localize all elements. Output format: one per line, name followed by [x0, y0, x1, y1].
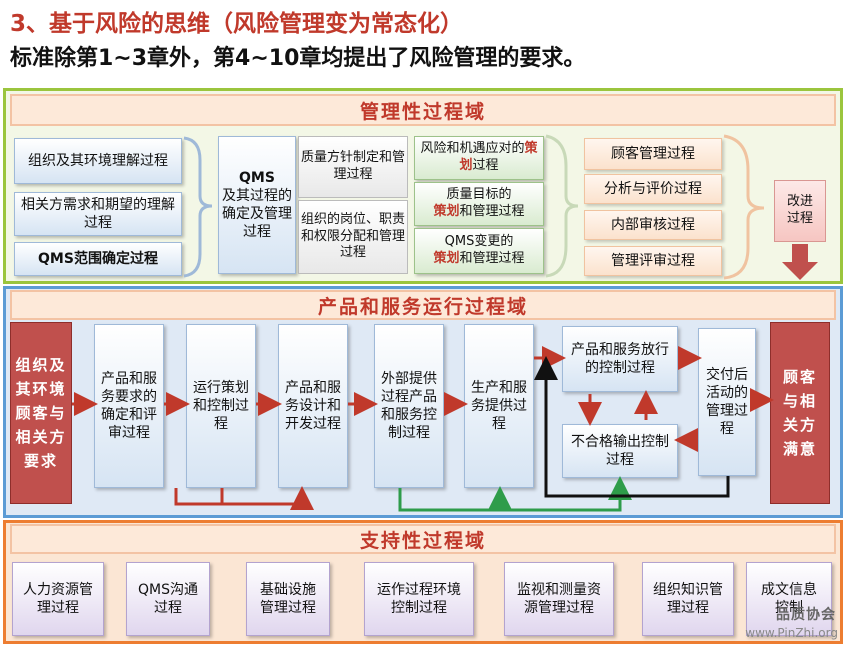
management-domain-label: 管理性过程域 — [10, 94, 836, 126]
support-infrastructure: 基础设施管理过程 — [246, 562, 330, 636]
op-step-release: 产品和服务放行的控制过程 — [562, 326, 678, 392]
risk-planning-text: 风险和机遇应对的策划过程 — [420, 141, 538, 173]
eval-process-4: 管理评审过程 — [584, 246, 722, 276]
policy-process: 质量方针制定和管理过程 — [298, 136, 408, 198]
op-step-design: 产品和服务设计和开发过程 — [278, 324, 348, 488]
eval-process-2: 分析与评价过程 — [584, 174, 722, 204]
op-step-post-delivery: 交付后活动的管理过程 — [698, 328, 756, 476]
change-planning-process: QMS变更的策划和管理过程 — [414, 228, 544, 274]
customer-satisfaction-output: 顾客与相关方满意 — [770, 322, 830, 504]
support-hr: 人力资源管理过程 — [12, 562, 104, 636]
operation-domain-label: 产品和服务运行过程域 — [10, 290, 836, 320]
support-domain-label: 支持性过程域 — [10, 524, 836, 554]
qms-process-box: QMS 及其过程的确定及管理过程 — [218, 136, 296, 274]
support-communication: QMS沟通过程 — [126, 562, 210, 636]
support-documented-info: 成文信息控制 — [746, 562, 832, 636]
op-step-nonconforming: 不合格输出控制过程 — [562, 424, 678, 478]
qms-process-line2: 及其过程的确定及管理过程 — [222, 187, 292, 241]
role-process: 组织的岗位、职责和权限分配和管理过程 — [298, 200, 408, 274]
qms-process-line1: QMS — [239, 169, 275, 186]
support-environment: 运作过程环境控制过程 — [364, 562, 474, 636]
op-step-requirements: 产品和服务要求的确定和评审过程 — [94, 324, 164, 488]
op-step-planning: 运行策划和控制过程 — [186, 324, 256, 488]
watermark-url: www.PinZhi.org — [745, 626, 838, 640]
op-step-external-provision: 外部提供过程产品和服务控制过程 — [374, 324, 444, 488]
risk-planning-process: 风险和机遇应对的策划过程 — [414, 136, 544, 180]
op-step-production: 生产和服务提供过程 — [464, 324, 534, 488]
context-process-2: 相关方需求和期望的理解过程 — [14, 192, 182, 236]
watermark-brand: 品质协会 — [776, 607, 836, 623]
customer-requirements-input: 组织及其环境顾客与相关方要求 — [10, 322, 72, 504]
objective-planning-text: 质量目标的策划和管理过程 — [433, 187, 525, 219]
support-measurement: 监视和测量资源管理过程 — [504, 562, 614, 636]
context-process-3: QMS范围确定过程 — [14, 242, 182, 276]
slide-subtitle: 标准除第1~3章外，第4~10章均提出了风险管理的要求。 — [10, 46, 586, 71]
objective-planning-process: 质量目标的策划和管理过程 — [414, 182, 544, 226]
slide-title: 3、基于风险的思维（风险管理变为常态化） — [10, 11, 464, 37]
change-planning-text: QMS变更的策划和管理过程 — [433, 234, 525, 266]
eval-process-3: 内部审核过程 — [584, 210, 722, 240]
eval-process-1: 顾客管理过程 — [584, 138, 722, 170]
context-process-1: 组织及其环境理解过程 — [14, 138, 182, 184]
support-knowledge: 组织知识管理过程 — [642, 562, 734, 636]
improvement-process: 改进过程 — [774, 180, 826, 242]
